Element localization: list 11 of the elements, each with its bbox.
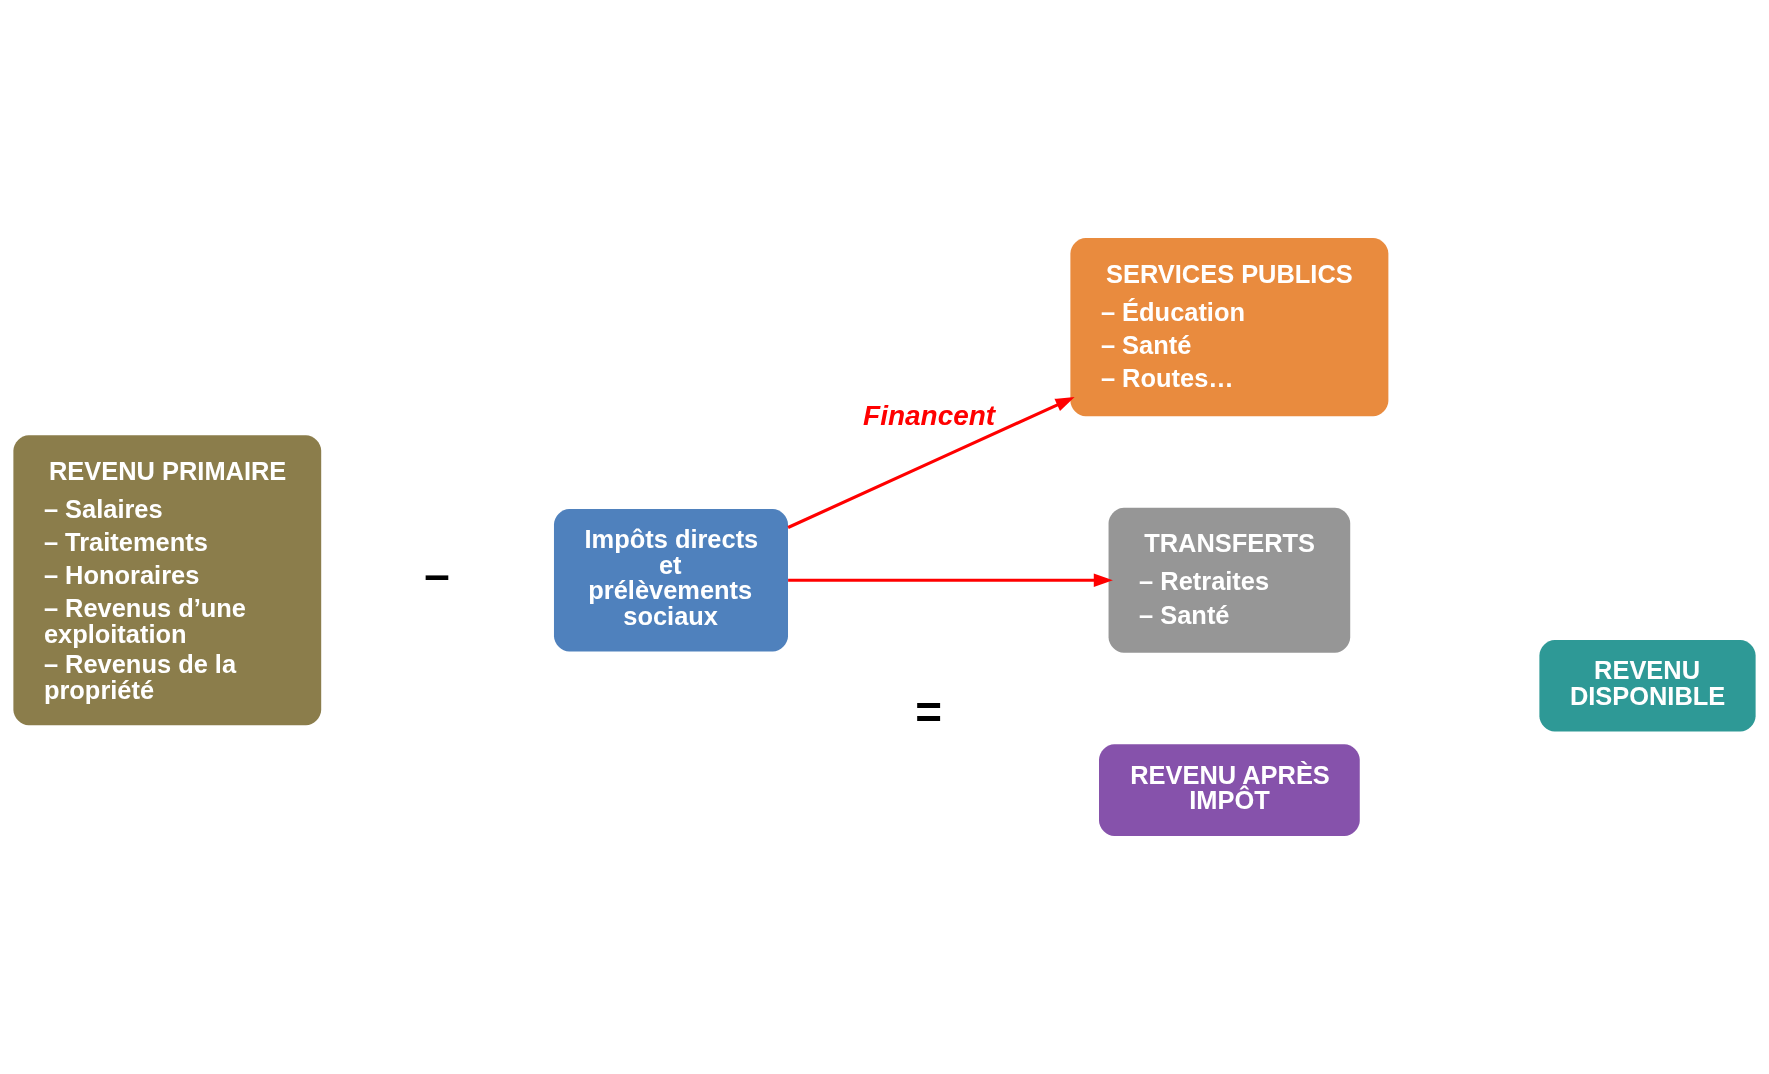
arrow xyxy=(788,573,1113,587)
node-box: REVENU DISPONIBLE xyxy=(1539,640,1756,732)
node-box: REVENU PRIMAIRE – Salaires – Traitements – Honoraires – Revenus d’une exploitation – Revenus de la propriété xyxy=(13,435,322,726)
label: – xyxy=(424,549,450,601)
arrow xyxy=(787,397,1075,529)
edge-label: Financent xyxy=(863,399,996,431)
node-box: SERVICES PUBLICS – Éducation – Santé – Routes… xyxy=(1070,238,1389,417)
node-box: REVENU APRÈS IMPÔT xyxy=(1099,744,1360,836)
node-box: TRANSFERTS – Retraites – Santé xyxy=(1108,507,1351,653)
node-box: Impôts directs et prélèvements sociaux xyxy=(553,509,788,652)
label: = xyxy=(915,686,942,738)
